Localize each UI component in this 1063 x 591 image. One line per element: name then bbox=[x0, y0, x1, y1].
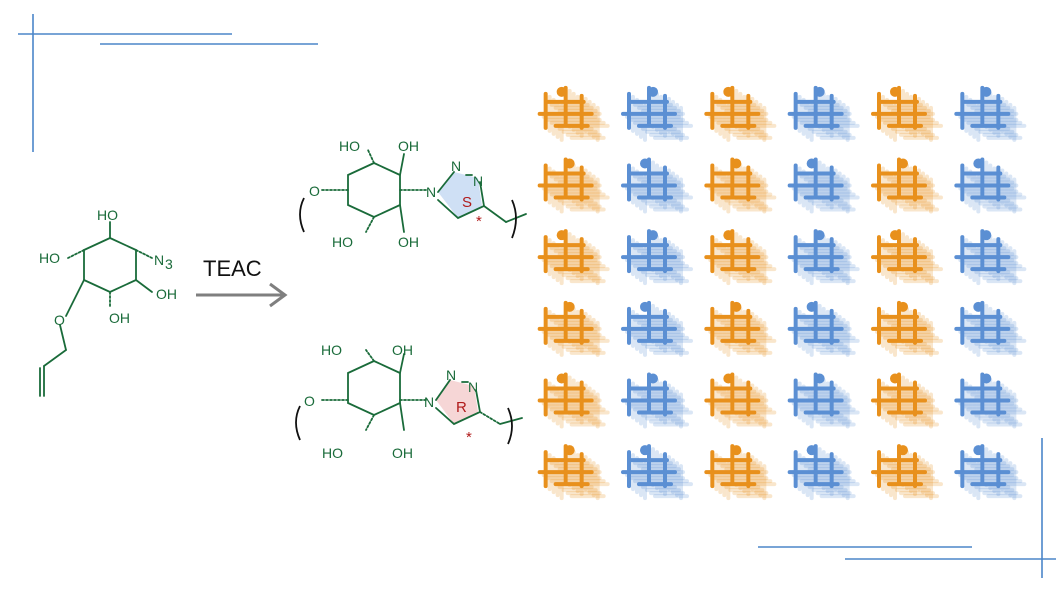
label-o-allyl: O bbox=[54, 312, 65, 328]
polymer-s-structure: HO OH O HO OH N N N S * bbox=[299, 138, 527, 250]
corner-frame-bottom-right bbox=[758, 438, 1056, 578]
packing-motif bbox=[621, 300, 693, 357]
label-ho-left: HO bbox=[39, 250, 60, 266]
stereo-star-r: * bbox=[466, 429, 472, 446]
packing-motif bbox=[954, 300, 1027, 357]
label-o-c: O bbox=[309, 183, 320, 199]
packing-motif bbox=[871, 157, 943, 214]
label-ho-d: HO bbox=[332, 234, 353, 250]
label-n2: N bbox=[451, 158, 461, 174]
packing-motif bbox=[621, 444, 693, 501]
packing-motif bbox=[787, 229, 860, 286]
packing-motif bbox=[787, 372, 860, 429]
packing-motif bbox=[621, 85, 693, 142]
packing-motif bbox=[954, 444, 1027, 501]
label-n3: N bbox=[468, 379, 478, 395]
packing-motif bbox=[537, 300, 610, 357]
packing-motif bbox=[537, 229, 610, 286]
stereo-label-s: S bbox=[462, 194, 472, 211]
packing-motif bbox=[787, 85, 860, 142]
packing-motif bbox=[871, 300, 943, 357]
packing-motif bbox=[787, 444, 860, 501]
packing-motif bbox=[704, 300, 777, 357]
packing-motif bbox=[954, 157, 1027, 214]
packing-motif bbox=[787, 157, 860, 214]
packing-motif bbox=[621, 372, 693, 429]
crystal-packing-illustration bbox=[537, 85, 1027, 501]
label-ho-d: HO bbox=[322, 445, 343, 461]
packing-motif bbox=[871, 229, 943, 286]
packing-motif bbox=[621, 229, 693, 286]
packing-motif bbox=[621, 157, 693, 214]
azido-inositol-monomer: HO N 3 HO O OH OH bbox=[39, 207, 177, 397]
label-o-c: O bbox=[304, 393, 315, 409]
label-oh-b: OH bbox=[398, 138, 419, 154]
label-n1: N bbox=[426, 184, 436, 200]
label-ho-top: HO bbox=[97, 207, 118, 223]
stereo-label-r: R bbox=[456, 399, 467, 416]
label-n2: N bbox=[446, 367, 456, 383]
packing-motif bbox=[704, 444, 777, 501]
reagent-label: TEAC bbox=[203, 256, 262, 281]
packing-motif bbox=[537, 372, 610, 429]
label-oh-e: OH bbox=[392, 445, 413, 461]
label-n3: N bbox=[473, 173, 483, 189]
label-ho-a: HO bbox=[321, 342, 342, 358]
packing-motif bbox=[704, 229, 777, 286]
label-n3-subscript: 3 bbox=[165, 256, 173, 272]
stereo-star-s: * bbox=[476, 213, 482, 230]
label-n3: N bbox=[154, 252, 164, 268]
label-n1: N bbox=[424, 394, 434, 410]
label-oh-bottom: OH bbox=[109, 310, 130, 326]
packing-motif bbox=[704, 85, 777, 142]
packing-motif bbox=[871, 85, 943, 142]
label-ho-a: HO bbox=[339, 138, 360, 154]
packing-motif bbox=[537, 444, 610, 501]
label-oh-right: OH bbox=[156, 286, 177, 302]
polymer-r-structure: HO OH O HO OH N N N R * bbox=[295, 342, 523, 461]
packing-motif bbox=[871, 372, 943, 429]
packing-motif bbox=[704, 372, 777, 429]
reaction-arrow bbox=[196, 282, 288, 308]
label-oh-e: OH bbox=[398, 234, 419, 250]
packing-motif bbox=[954, 372, 1027, 429]
packing-motif bbox=[871, 444, 943, 501]
packing-motif bbox=[537, 157, 610, 214]
packing-motif bbox=[787, 300, 860, 357]
packing-motif bbox=[954, 229, 1027, 286]
packing-motif bbox=[704, 157, 777, 214]
packing-motif bbox=[954, 85, 1027, 142]
corner-frame-top-left bbox=[18, 14, 318, 152]
label-oh-b: OH bbox=[392, 342, 413, 358]
packing-motif bbox=[537, 85, 610, 142]
